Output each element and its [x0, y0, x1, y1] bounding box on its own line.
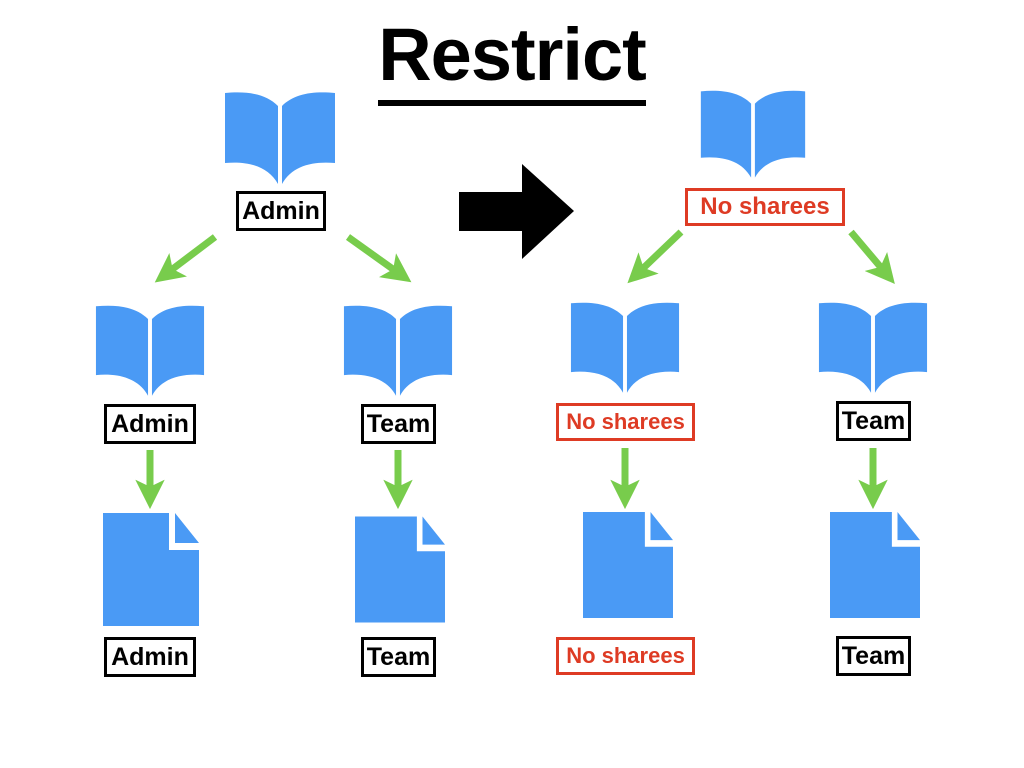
open-book-icon [570, 302, 680, 393]
after-child-left-node [568, 300, 682, 395]
page-title-text: Restrict [378, 13, 647, 106]
before-child-right-node [341, 303, 455, 398]
after-child-right-node [816, 300, 930, 395]
open-book-icon [95, 305, 205, 396]
before-root-label: Admin [236, 191, 326, 231]
document-icon [103, 513, 199, 626]
before-root-node [222, 90, 338, 186]
before-leaf-right-node [355, 513, 445, 626]
before-child-right-label: Team [361, 404, 436, 444]
before-child-left-label: Admin [104, 404, 196, 444]
open-book-icon [225, 92, 335, 184]
after-root-label: No sharees [685, 188, 845, 226]
after-leaf-left-node [583, 510, 673, 620]
after-child-left-label: No sharees [556, 403, 695, 441]
document-icon [830, 512, 920, 618]
document-icon [583, 512, 673, 618]
page-title: Restrict [0, 13, 1024, 106]
open-book-icon [818, 302, 928, 393]
after-child-right-label: Team [836, 401, 911, 441]
before-leaf-left-node [103, 513, 199, 626]
connector-before-root-to-left [154, 234, 218, 283]
after-leaf-left-label: No sharees [556, 637, 695, 675]
after-leaf-right-label: Team [836, 636, 911, 676]
before-child-left-node [93, 303, 207, 398]
after-root-node [698, 88, 808, 180]
before-leaf-left-label: Admin [104, 637, 196, 677]
before-leaf-right-label: Team [361, 637, 436, 677]
open-book-icon [343, 305, 453, 396]
connector-after-root-to-left [627, 229, 684, 284]
connector-after-root-to-right [848, 229, 895, 284]
open-book-icon [700, 90, 806, 178]
document-icon [355, 516, 445, 623]
connector-before-root-to-right [345, 234, 412, 283]
after-leaf-right-node [830, 510, 920, 620]
black-right-arrow-icon [459, 164, 574, 259]
